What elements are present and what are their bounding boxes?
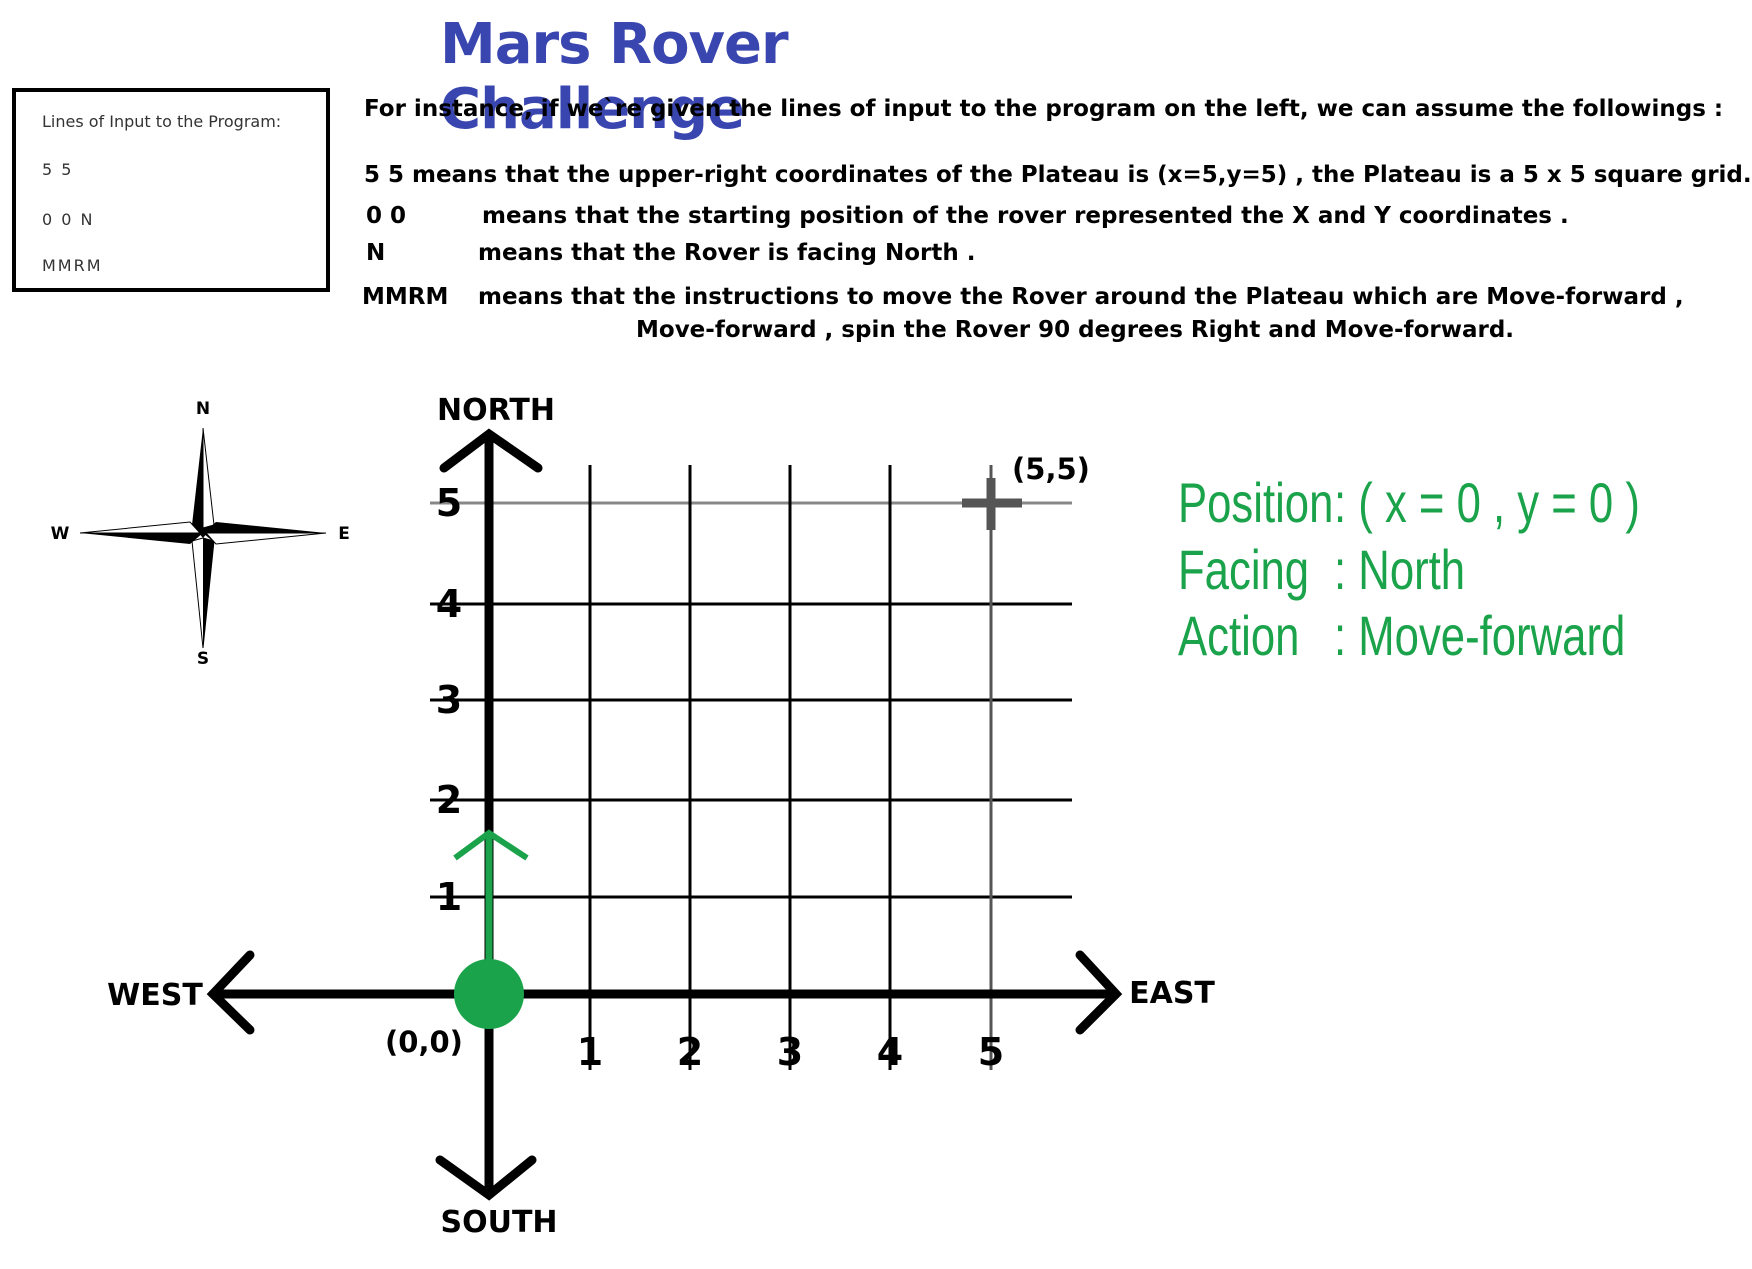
explanation-facing-key: N (366, 240, 386, 266)
east-arrowhead (1075, 950, 1123, 1035)
corner-label: (5,5) (1012, 452, 1090, 486)
status-position: Position: ( x = 0 , y = 0 ) (1178, 470, 1640, 535)
rover-marker (454, 959, 524, 1029)
y-tick-4: 4 (436, 582, 462, 626)
y-tick-3: 3 (436, 678, 462, 722)
grid-lines (430, 465, 1072, 1070)
axes (206, 428, 1123, 1201)
south-label: SOUTH (440, 1205, 557, 1240)
explanation-instructions-key: MMRM (362, 284, 449, 310)
origin-label: (0,0) (385, 1025, 463, 1059)
explanation-start-key: 0 0 (366, 203, 407, 229)
x-tick-5: 5 (978, 1030, 1004, 1074)
status-position-label: Position (1178, 471, 1334, 534)
explanation-facing-text: means that the Rover is facing North . (478, 240, 976, 266)
input-line-instructions: MMRM (42, 256, 103, 275)
x-tick-2: 2 (677, 1030, 703, 1074)
page-title: Mars Rover Challenge (440, 12, 789, 142)
input-line-grid-size: 5 5 (42, 160, 74, 179)
explanation-start-text: means that the starting position of the … (482, 203, 1569, 229)
explanation-grid-size: 5 5 means that the upper-right coordinat… (364, 162, 1752, 188)
x-tick-3: 3 (777, 1030, 803, 1074)
y-tick-1: 1 (436, 875, 462, 919)
compass-west-label: W (51, 524, 70, 544)
input-box-header: Lines of Input to the Program: (42, 112, 282, 131)
y-tick-2: 2 (436, 778, 462, 822)
north-arrowhead (439, 428, 543, 473)
status-action: Action : Move-forward (1178, 603, 1625, 668)
compass-north-label: N (196, 399, 210, 419)
x-tick-1: 1 (577, 1030, 603, 1074)
west-arrowhead (206, 950, 255, 1035)
rover-diagram: N S W E NORTH SOUTH WEST EAST (0,0) (51, 393, 1216, 1240)
corner-marker (962, 478, 1022, 530)
compass-east-label: E (338, 524, 350, 544)
compass-rose: N S W E (51, 399, 350, 669)
status-position-value: : ( x = 0 , y = 0 ) (1334, 471, 1640, 534)
status-facing: Facing : North (1178, 537, 1465, 602)
status-action-label: Action (1178, 604, 1300, 667)
status-facing-value: : North (1334, 538, 1466, 601)
compass-south-label: S (197, 649, 209, 669)
east-label: EAST (1129, 976, 1215, 1011)
explanation-instructions-text: means that the instructions to move the … (478, 284, 1684, 310)
input-line-start-position: 0 0 N (42, 210, 95, 229)
north-label: NORTH (437, 393, 555, 428)
status-action-value: : Move-forward (1334, 604, 1626, 667)
explanation-intro: For instance, if we`re given the lines o… (364, 96, 1724, 122)
south-arrowhead (435, 1155, 537, 1201)
west-label: WEST (107, 978, 203, 1013)
x-tick-4: 4 (877, 1030, 903, 1074)
explanation-instructions-cont: Move-forward , spin the Rover 90 degrees… (636, 317, 1515, 343)
status-facing-label: Facing (1178, 538, 1310, 601)
y-tick-5: 5 (436, 481, 462, 525)
input-lines-box: Lines of Input to the Program: 5 5 0 0 N… (12, 88, 330, 292)
